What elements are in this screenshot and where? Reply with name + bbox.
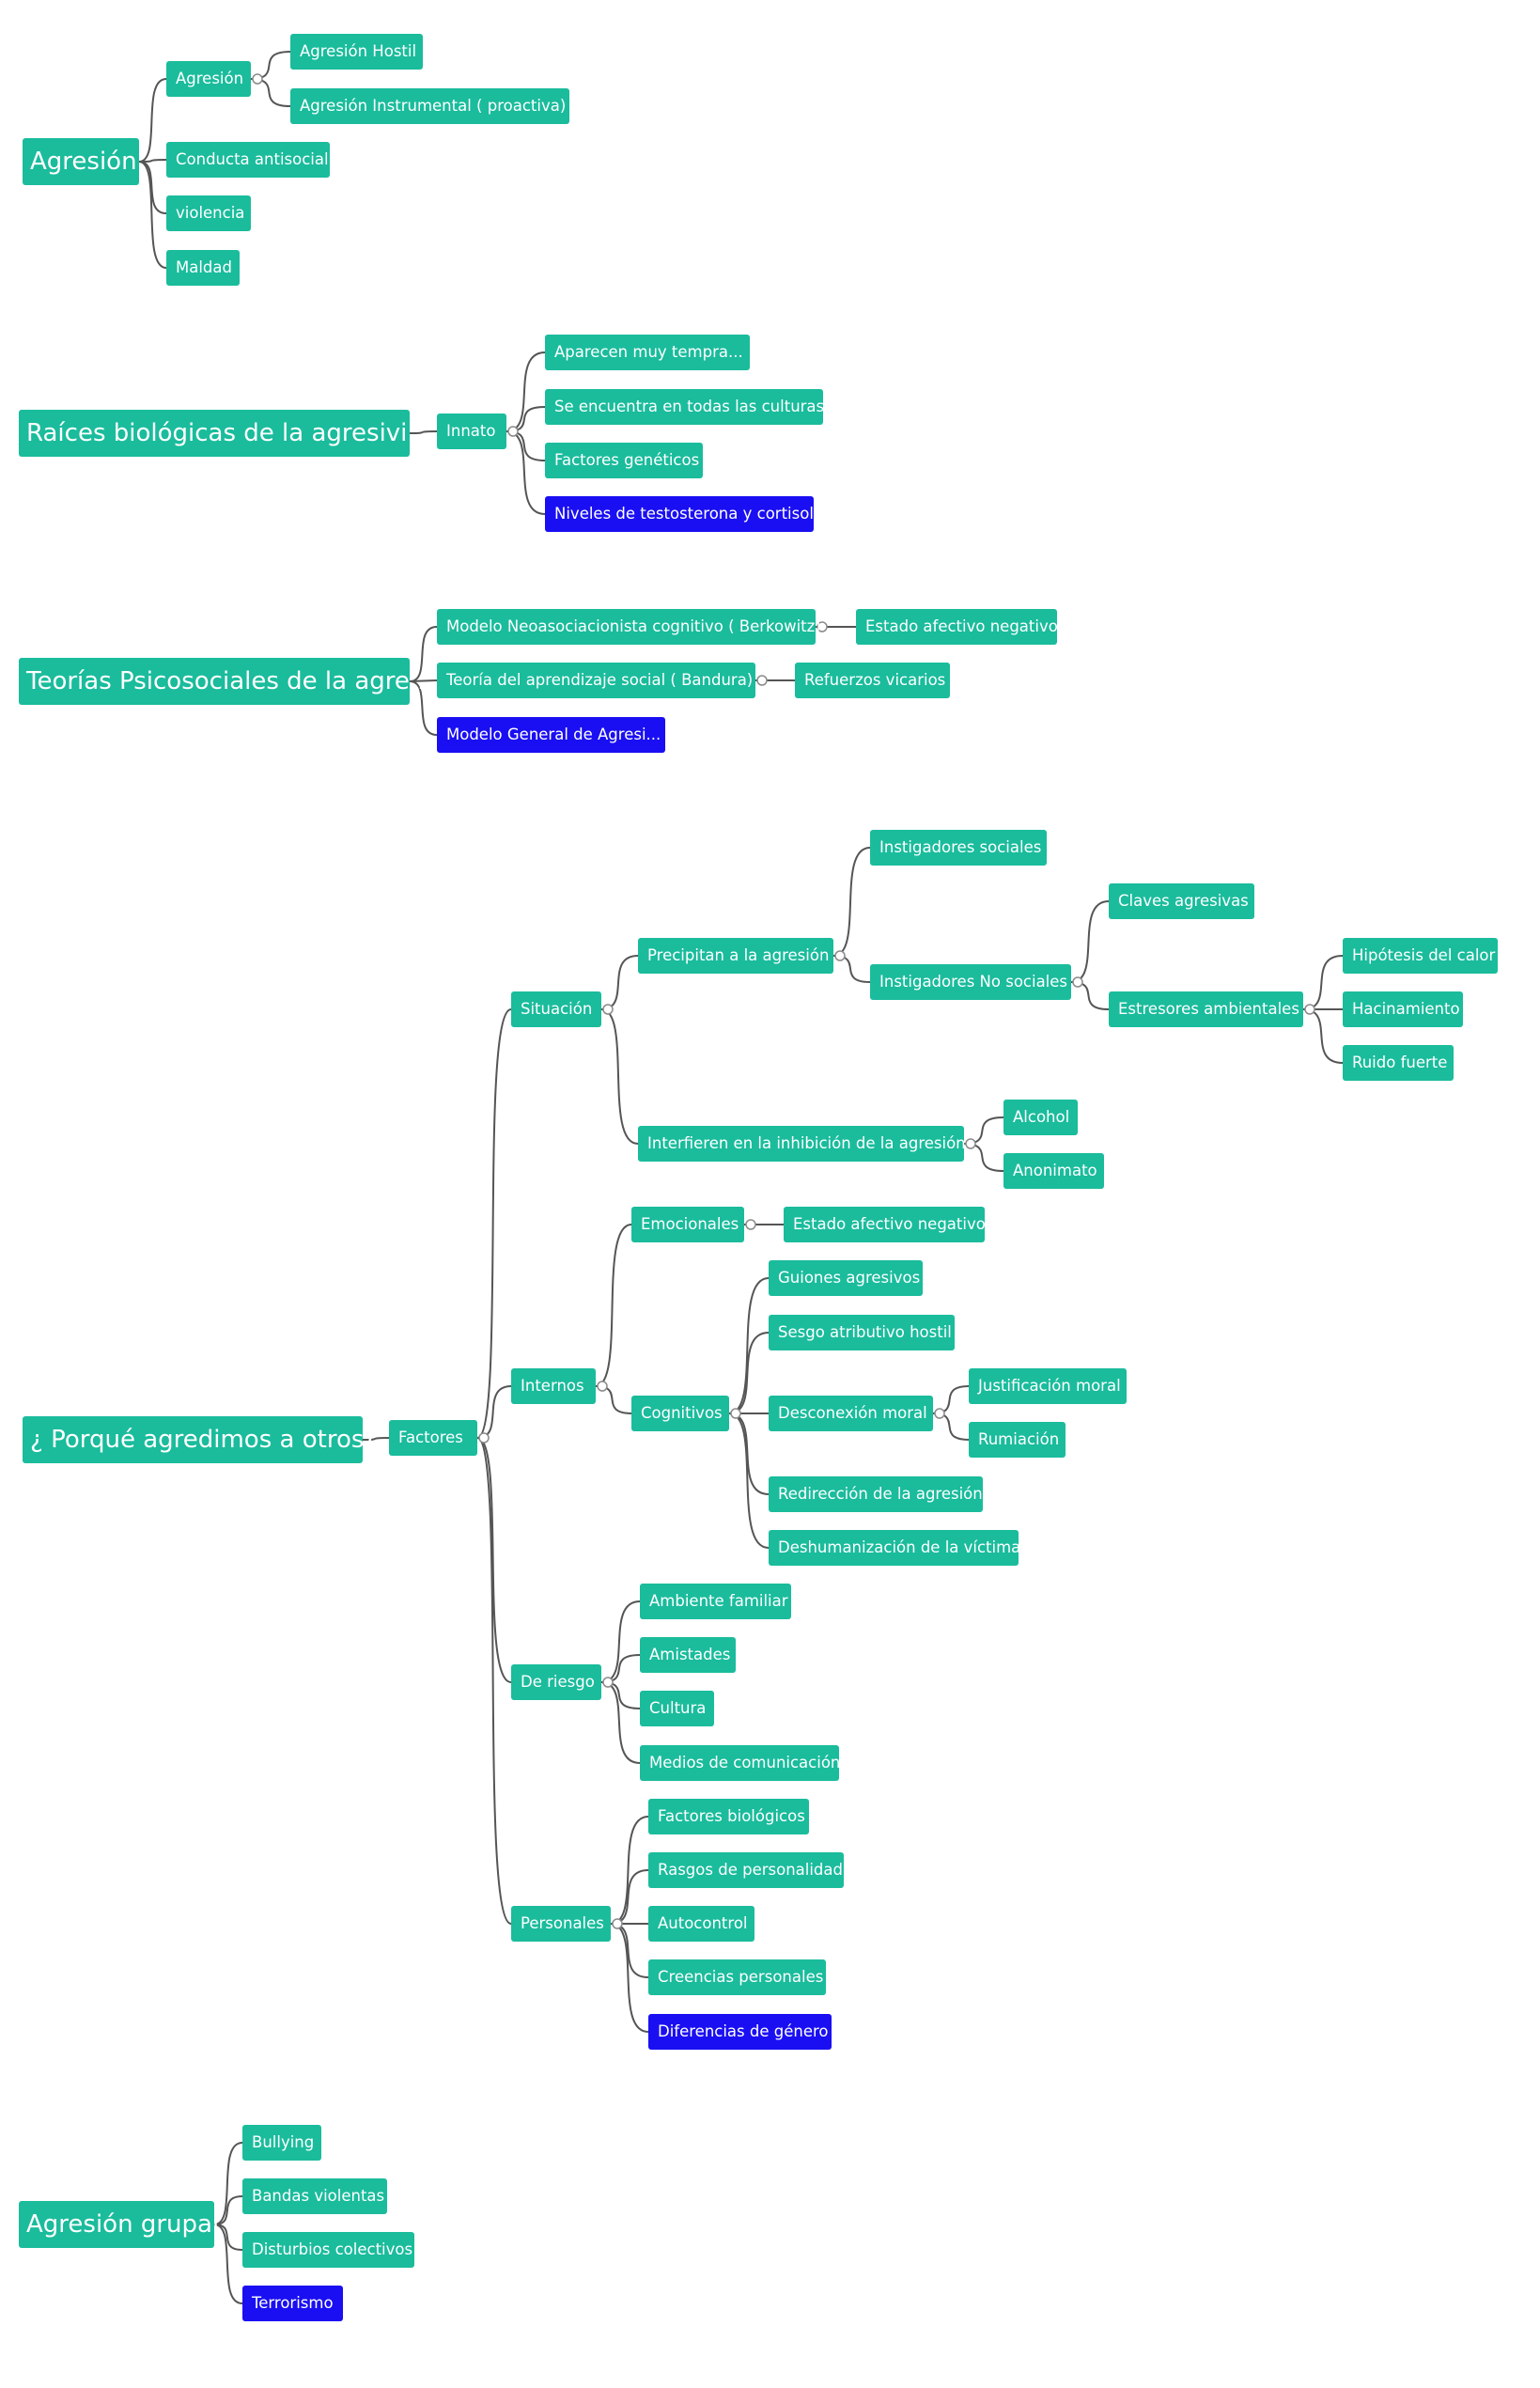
node-justificacion[interactable]: Justificación moral [969,1368,1127,1404]
edge-situacion-interfieren [600,1008,639,1145]
node-redireccion[interactable]: Redirección de la agresión [769,1476,983,1512]
node-riesgo[interactable]: De riesgo [511,1664,601,1700]
collapse-toggle-icon[interactable] [478,1432,490,1444]
node-violencia[interactable]: violencia [166,195,251,231]
node-agresion-root[interactable]: Agresión [23,138,139,185]
node-hacinamiento[interactable]: Hacinamiento [1343,991,1463,1027]
collapse-toggle-icon[interactable] [602,1004,614,1015]
node-internos[interactable]: Internos [511,1368,596,1404]
node-raices[interactable]: Raíces biológicas de la agresivi... [19,410,430,457]
edge-factores-personales [476,1437,512,1925]
node-aparecen[interactable]: Aparecen muy tempra... [545,335,750,370]
node-terrorismo[interactable]: Terrorismo [242,2286,343,2321]
node-creencias[interactable]: Creencias personales [648,1959,826,1995]
collapse-toggle-icon[interactable] [1072,976,1083,988]
edge-agresion_root-violencia [138,161,167,214]
node-maldad[interactable]: Maldad [166,250,240,286]
node-deshumanizacion[interactable]: Deshumanización de la víctima [769,1530,1020,1566]
node-inst-sociales[interactable]: Instigadores sociales [870,830,1047,866]
node-bullying[interactable]: Bullying [242,2125,321,2161]
collapse-toggle-icon[interactable] [756,675,768,686]
node-antisocial[interactable]: Conducta antisocial [166,142,330,178]
collapse-toggle-icon[interactable] [252,73,263,85]
node-familiar[interactable]: Ambiente familiar [640,1584,791,1619]
collapse-toggle-icon[interactable] [745,1219,756,1230]
node-calor[interactable]: Hipótesis del calor [1343,938,1498,974]
edge-agresion_root-antisocial [138,159,167,163]
collapse-toggle-icon[interactable] [965,1138,976,1149]
node-genero[interactable]: Diferencias de género [648,2014,832,2050]
collapse-toggle-icon[interactable] [1304,1004,1315,1015]
collapse-toggle-icon[interactable] [602,1677,614,1688]
collapse-toggle-icon[interactable] [817,621,828,632]
node-interfieren[interactable]: Interfieren en la inhibición de la agres… [638,1126,966,1162]
edge-cognitivos-guiones [728,1277,770,1414]
collapse-toggle-icon[interactable] [612,1918,623,1929]
node-estado-neg2[interactable]: Estado afectivo negativo [784,1207,986,1242]
node-porque[interactable]: ¿ Porqué agredimos a otros? [23,1416,377,1463]
node-estresores[interactable]: Estresores ambientales [1109,991,1303,1027]
node-alcohol[interactable]: Alcohol [1003,1100,1078,1135]
edge-teorias-aprendizaje [409,679,438,682]
node-sesgo[interactable]: Sesgo atributivo hostil [769,1315,955,1350]
edge-agresion_root-agresion_sub [138,78,167,163]
edge-grupal-terrorismo [213,2224,243,2304]
node-rumiacion[interactable]: Rumiación [969,1422,1066,1458]
node-biologicos[interactable]: Factores biológicos [648,1799,809,1834]
edge-porque-factores [362,1437,390,1441]
node-claves[interactable]: Claves agresivas [1109,883,1254,919]
node-culturas[interactable]: Se encuentra en todas las culturas [545,389,824,425]
node-testosterona[interactable]: Niveles de testosterona y cortisol [545,496,814,532]
edge-factores-riesgo [476,1437,512,1683]
node-neoasoc[interactable]: Modelo Neoasociacionista cognitivo ( Ber… [437,609,821,645]
node-rasgos[interactable]: Rasgos de personalidad [648,1852,844,1888]
edge-grupal-disturbios [213,2224,243,2251]
node-cognitivos[interactable]: Cognitivos [631,1396,729,1431]
node-medios[interactable]: Medios de comunicación [640,1745,840,1781]
collapse-toggle-icon[interactable] [507,426,519,437]
node-disturbios[interactable]: Disturbios colectivos [242,2232,414,2268]
collapse-toggle-icon[interactable] [934,1408,945,1419]
edge-raices-innato [409,430,438,434]
node-geneticos[interactable]: Factores genéticos [545,443,703,478]
node-cultura[interactable]: Cultura [640,1691,714,1726]
collapse-toggle-icon[interactable] [834,950,846,961]
node-modelo-general[interactable]: Modelo General de Agresi... [437,717,665,753]
node-agresion-sub[interactable]: Agresión [166,61,251,97]
node-amistades[interactable]: Amistades [640,1637,736,1673]
edge-grupal-bandas [213,2195,243,2225]
node-grupal[interactable]: Agresión grupal [19,2201,219,2248]
node-factores[interactable]: Factores [389,1420,477,1456]
edge-teorias-modelo_general [409,680,438,736]
node-teorias[interactable]: Teorías Psicosociales de la agre... [19,658,433,705]
edge-internos-emocionales [595,1224,632,1387]
node-hostil[interactable]: Agresión Hostil [290,34,423,70]
node-guiones[interactable]: Guiones agresivos [769,1260,923,1296]
node-situacion[interactable]: Situación [511,991,601,1027]
node-estado-neg1[interactable]: Estado afectivo negativo [856,609,1058,645]
node-autocontrol[interactable]: Autocontrol [648,1906,754,1942]
node-aprendizaje[interactable]: Teoría del aprendizaje social ( Bandura) [437,663,755,698]
node-desconexion[interactable]: Desconexión moral [769,1396,933,1431]
collapse-toggle-icon[interactable] [597,1381,608,1392]
edge-factores-situacion [476,1008,512,1439]
node-personales[interactable]: Personales [511,1906,611,1942]
node-refuerzos[interactable]: Refuerzos vicarios [795,663,950,698]
node-bandas[interactable]: Bandas violentas [242,2178,387,2214]
node-inst-no-sociales[interactable]: Instigadores No sociales [870,964,1071,1000]
node-emocionales[interactable]: Emocionales [631,1207,744,1242]
node-anonimato[interactable]: Anonimato [1003,1153,1104,1189]
node-ruido[interactable]: Ruido fuerte [1343,1045,1454,1081]
collapse-toggle-icon[interactable] [730,1408,741,1419]
edge-teorias-neoasoc [409,626,438,682]
node-precipitan[interactable]: Precipitan a la agresión [638,938,833,974]
node-instrumental[interactable]: Agresión Instrumental ( proactiva) [290,88,569,124]
edge-cognitivos-deshumanizacion [728,1413,770,1549]
node-innato[interactable]: Innato [437,414,506,449]
edge-agresion_root-maldad [138,161,167,269]
edge-grupal-bullying [213,2142,243,2225]
